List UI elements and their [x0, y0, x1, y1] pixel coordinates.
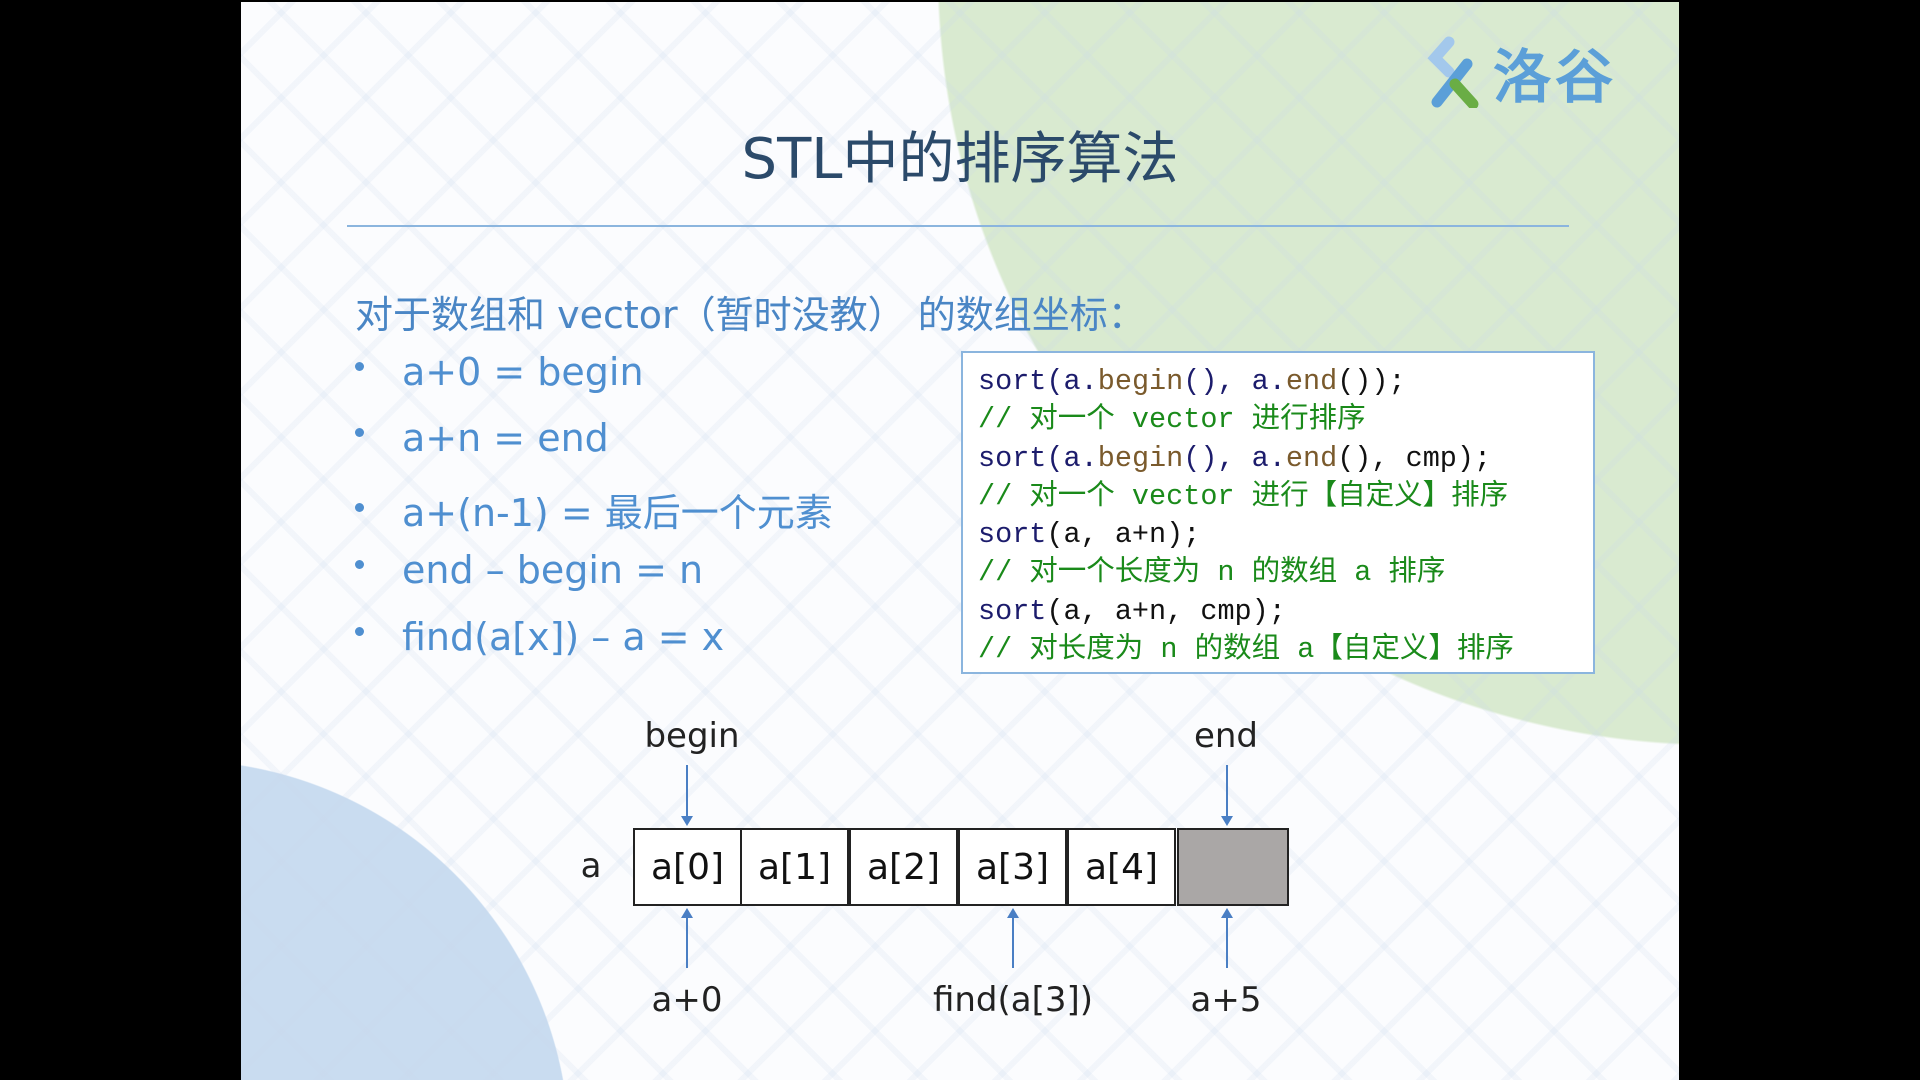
code-token: sort — [978, 365, 1047, 398]
slide-title: STL中的排序算法 — [741, 127, 1179, 192]
code-token: (), a. — [1183, 441, 1286, 475]
code-token: end — [1285, 441, 1338, 475]
array-cell: a[1] — [740, 828, 849, 906]
arrow-down-icon — [681, 816, 693, 826]
end-arrow — [1226, 765, 1228, 819]
bullet-item: a+n = end — [355, 416, 609, 460]
title-divider — [347, 225, 1569, 227]
bullet-dot-icon — [355, 627, 364, 636]
bullet-item: a+0 = begin — [355, 350, 644, 394]
bullet-dot-icon — [355, 362, 364, 371]
bullet-text: a+(n-1) = 最后一个元素 — [402, 491, 833, 535]
code-line: sort(a.begin(), a.end()); — [978, 363, 1593, 401]
begin-arrow — [686, 765, 688, 819]
code-token: (), cmp); — [1337, 441, 1492, 475]
code-token: sort — [978, 594, 1047, 628]
bullet-dot-icon — [355, 503, 364, 512]
bullet-dot-icon — [355, 560, 364, 569]
luogu-logo-icon — [1427, 36, 1487, 110]
end-label: end — [1193, 716, 1259, 756]
array-cell-end-sentinel — [1177, 828, 1289, 906]
bullet-text: end – begin = n — [402, 548, 704, 592]
array-cell: a[3] — [958, 828, 1067, 906]
a5-arrow — [1226, 916, 1228, 968]
array-name-label: a — [580, 846, 602, 886]
bullet-item: a+(n-1) = 最后一个元素 — [355, 482, 833, 537]
begin-label: begin — [644, 716, 740, 756]
code-token: (a. — [1046, 365, 1098, 398]
code-token: (a, a+n, cmp); — [1046, 594, 1286, 628]
code-comment: // 对长度为 n 的数组 a【自定义】排序 — [978, 633, 1514, 667]
arrow-up-icon — [1221, 908, 1233, 918]
array-cell: a[0] — [633, 828, 742, 906]
code-token: begin — [1097, 365, 1184, 398]
arrow-up-icon — [681, 908, 693, 918]
bullet-text: a+n = end — [402, 416, 609, 460]
code-line: sort(a, a+n); — [978, 516, 1593, 554]
luogu-logo: 洛谷 — [1427, 30, 1617, 114]
logo-text: 洛谷 — [1493, 43, 1618, 111]
code-token: begin — [1097, 441, 1184, 475]
bullet-item: find(a[x]) – a = x — [355, 615, 724, 659]
code-token: sort — [978, 518, 1047, 552]
code-comment: // 对一个长度为 n 的数组 a 排序 — [978, 556, 1446, 590]
bullet-text: find(a[x]) – a = x — [402, 615, 725, 659]
code-comment: // 对一个 vector 进行排序 — [978, 403, 1366, 437]
code-token: (), a. — [1183, 365, 1286, 398]
find-label: find(a[3]) — [932, 980, 1094, 1020]
code-token: end — [1285, 365, 1338, 398]
code-token: ()); — [1337, 365, 1406, 398]
a0-label: a+0 — [651, 980, 723, 1020]
arrow-up-icon — [1007, 908, 1019, 918]
code-token: (a. — [1046, 441, 1098, 475]
code-token: (a, a+n); — [1046, 518, 1201, 552]
bullet-text: a+0 = begin — [402, 350, 644, 394]
array-cell: a[4] — [1067, 828, 1176, 906]
code-token: sort — [978, 441, 1047, 475]
code-line: sort(a.begin(), a.end(), cmp); — [978, 440, 1593, 478]
code-line: sort(a, a+n, cmp); — [978, 593, 1593, 631]
a0-arrow — [686, 916, 688, 968]
bullet-dot-icon — [355, 428, 364, 437]
slide: 洛谷 STL中的排序算法 对于数组和 vector（暂时没教） 的数组坐标： a… — [241, 2, 1679, 1080]
code-box: sort(a.begin(), a.end()); // 对一个 vector … — [961, 351, 1595, 674]
arrow-down-icon — [1221, 816, 1233, 826]
code-comment: // 对一个 vector 进行【自定义】排序 — [978, 479, 1509, 513]
find-arrow — [1012, 916, 1014, 968]
array-cell: a[2] — [849, 828, 958, 906]
a5-label: a+5 — [1190, 980, 1262, 1020]
bullet-item: end – begin = n — [355, 548, 703, 592]
subtitle: 对于数组和 vector（暂时没教） 的数组坐标： — [355, 293, 1146, 337]
